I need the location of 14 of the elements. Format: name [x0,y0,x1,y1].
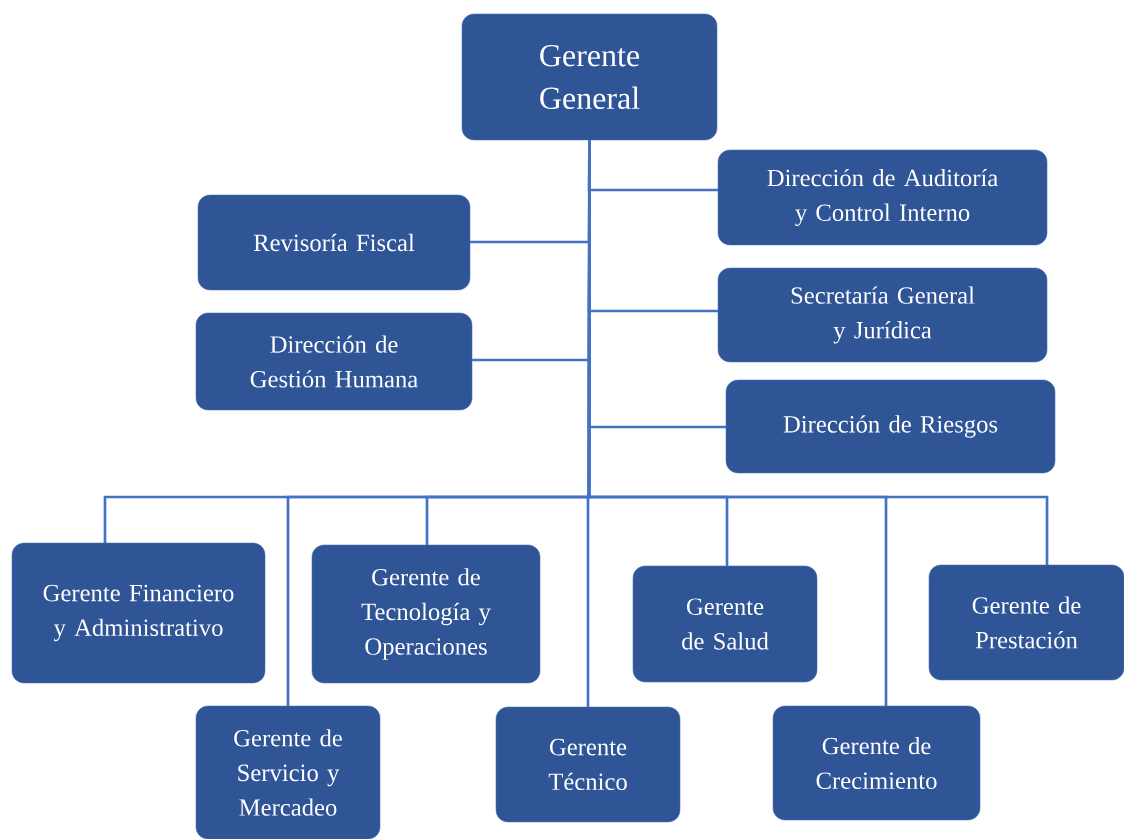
org-box: Gerente de Crecimiento [772,705,981,821]
org-box: Gerente General [461,13,718,141]
org-box: Dirección de Riesgos [725,379,1056,474]
connector-line [587,140,1049,565]
org-box: Dirección de Auditoría y Control Interno [717,149,1048,246]
org-box: Gerente de Servicio y Mercadeo [195,705,381,839]
org-box: Gerente de Salud [632,565,818,683]
org-box: Gerente de Prestación [928,564,1124,681]
org-box: Gerente Técnico [495,706,681,823]
org-box: Secretaría General y Jurídica [717,267,1048,363]
org-box: Gerente Financiero y Administrativo [11,542,266,684]
org-box: Gerente de Tecnología y Operaciones [311,544,541,684]
org-box: Revisoría Fiscal [197,194,471,291]
org-box: Dirección de Gestión Humana [195,312,473,411]
